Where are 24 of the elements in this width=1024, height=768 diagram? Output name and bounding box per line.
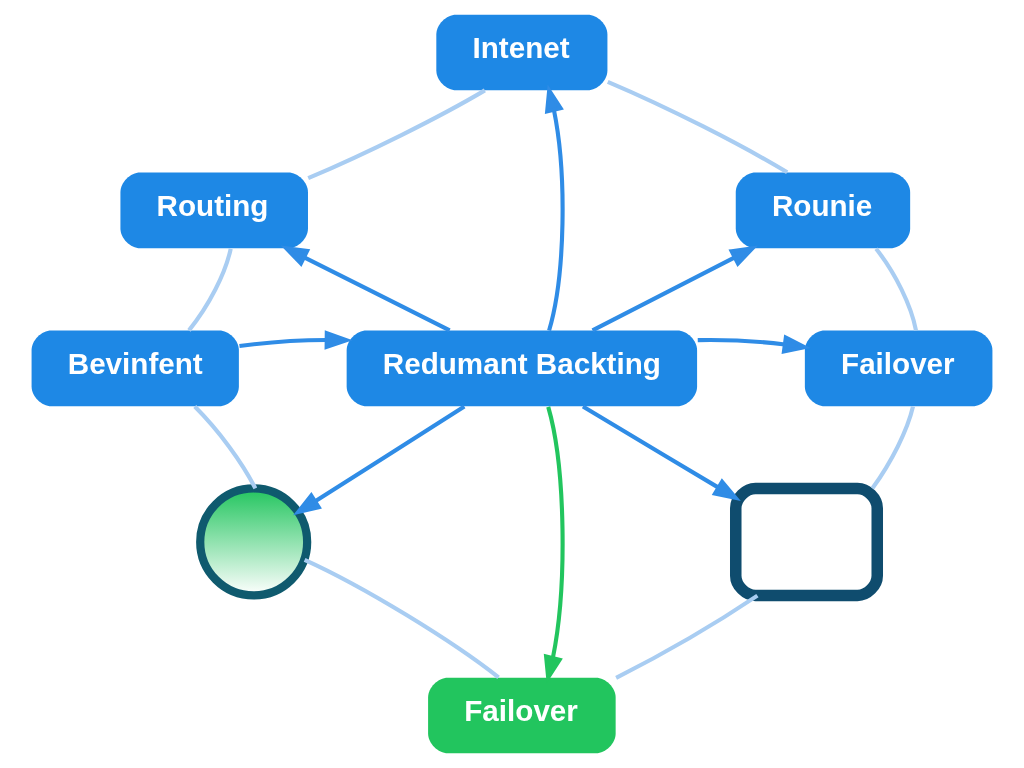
- connector: [307, 88, 486, 181]
- node-box: Intenet: [436, 14, 608, 91]
- connector: [606, 79, 789, 175]
- node-box: Rounie: [735, 172, 911, 249]
- connector: [870, 406, 915, 490]
- arrow: [544, 84, 565, 331]
- arrow: [581, 404, 741, 501]
- node-box: Redumant Backting: [346, 330, 698, 407]
- connector: [187, 248, 233, 332]
- arrow: [591, 245, 758, 333]
- node-box: Routing: [120, 172, 308, 249]
- connector: [874, 247, 918, 331]
- node-box: Failover: [428, 677, 616, 754]
- arrow: [280, 245, 451, 333]
- arrow: [293, 404, 466, 516]
- arrow: [239, 330, 353, 350]
- node-box: [730, 482, 883, 602]
- arrow: [697, 334, 811, 354]
- connector: [193, 405, 258, 490]
- node-box: Bevinfent: [31, 330, 239, 407]
- node-box: Failover: [804, 330, 993, 407]
- node-circle: [196, 484, 312, 600]
- connector: [303, 558, 500, 680]
- connector: [615, 593, 759, 680]
